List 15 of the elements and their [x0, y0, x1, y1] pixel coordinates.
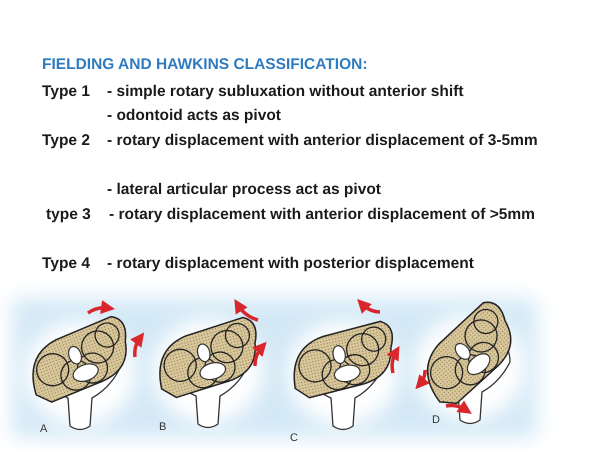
- title: FIELDING AND HAWKINS CLASSIFICATION:: [42, 56, 368, 74]
- description: - rotary displacement with anterior displacement of >5mm: [109, 205, 536, 225]
- description: - odontoid acts as pivot: [107, 106, 281, 126]
- panel-letter: C: [290, 432, 298, 444]
- description: - rotary displacement with posterior displacement: [107, 254, 475, 274]
- description: - rotary displacement with anterior displacement of 3-5mm: [107, 131, 539, 151]
- type-label: Type 1: [42, 82, 90, 102]
- description: - lateral articular process act as pivot: [107, 180, 381, 200]
- panel-letter: B: [159, 421, 166, 433]
- type-label: type 3: [46, 205, 91, 225]
- panel-letter: A: [40, 423, 48, 435]
- type-label: Type 4: [42, 254, 90, 274]
- type-label: Type 2: [42, 131, 90, 151]
- description: - simple rotary subluxation without anterior shift: [107, 82, 465, 102]
- panel-letter: D: [432, 414, 440, 426]
